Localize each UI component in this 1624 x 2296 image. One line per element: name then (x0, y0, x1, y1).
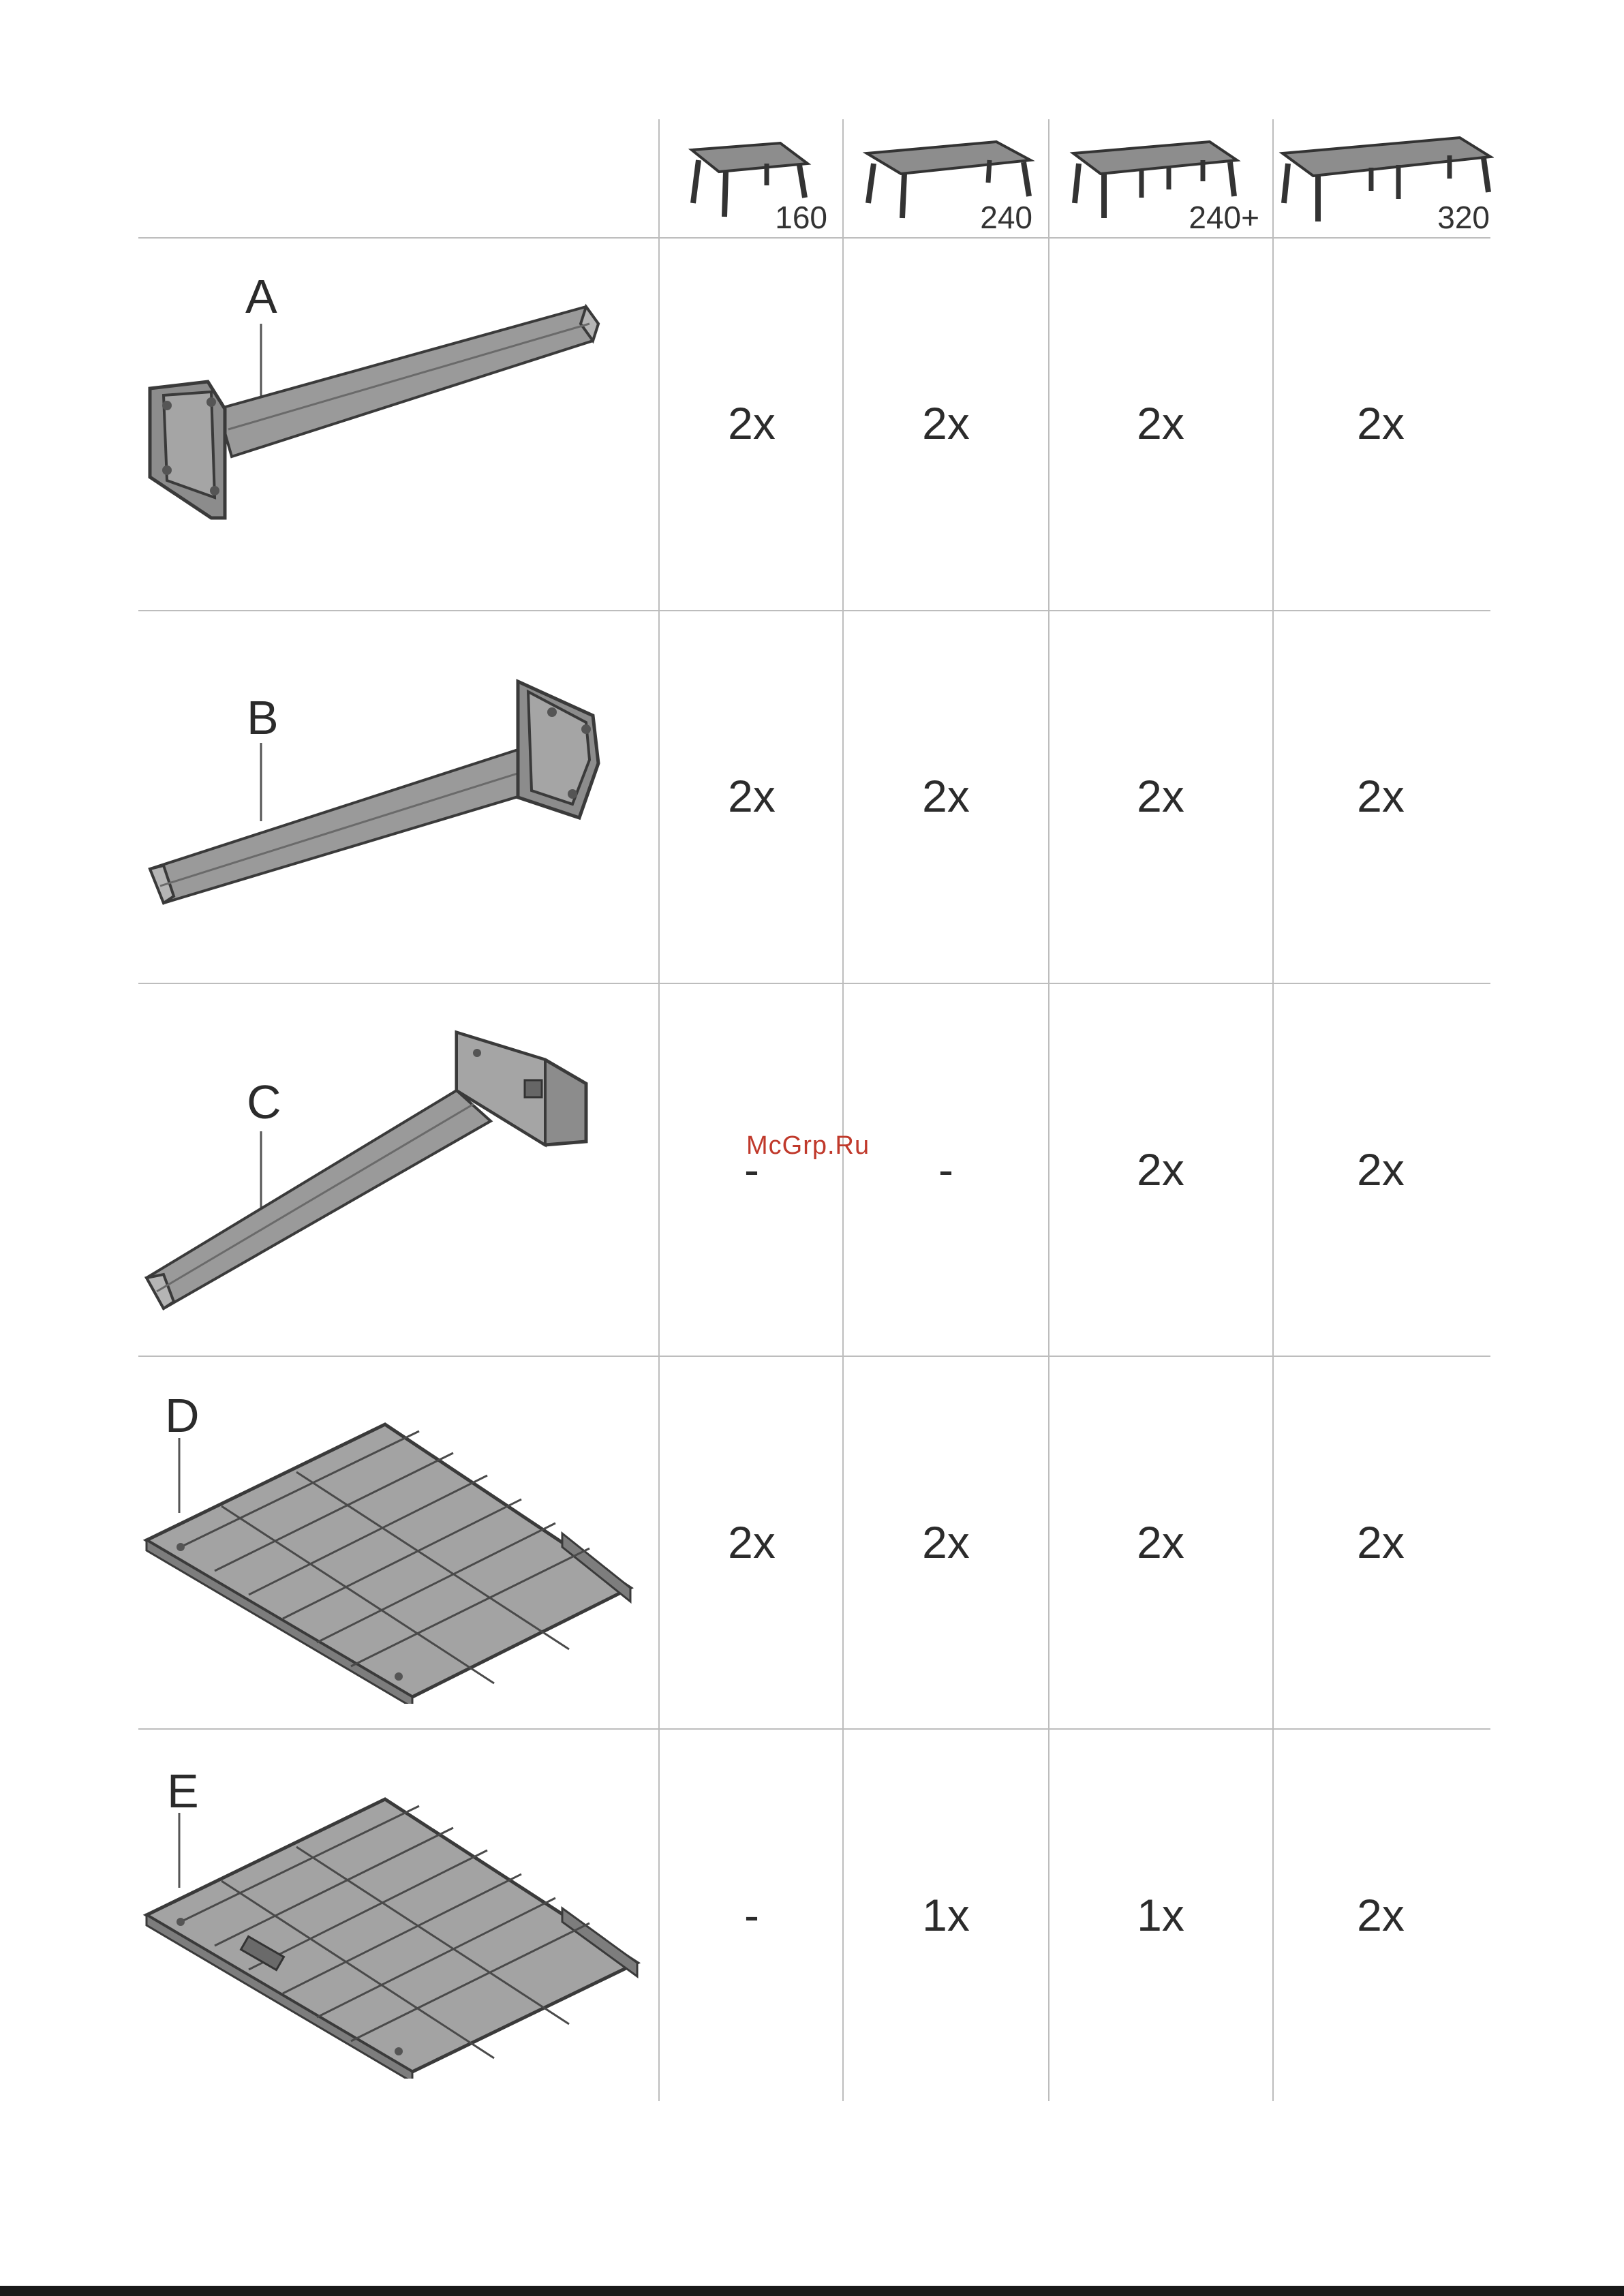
bottom-bar (0, 2286, 1624, 2296)
leg-a-icon (136, 293, 613, 538)
row-divider (138, 610, 1490, 611)
qty-e-160: - (684, 1893, 820, 1938)
qty-b-320: 2x (1313, 774, 1449, 818)
column-divider (842, 119, 844, 2101)
row-divider (138, 1728, 1490, 1730)
size-label-320: 320 (1408, 199, 1490, 236)
leg-b-icon (136, 675, 613, 920)
qty-a-240: 2x (878, 401, 1014, 446)
qty-b-160: 2x (684, 774, 820, 818)
qty-d-160: 2x (684, 1520, 820, 1565)
qty-b-240plus: 2x (1092, 774, 1229, 818)
qty-c-320: 2x (1313, 1147, 1449, 1192)
qty-a-160: 2x (684, 401, 820, 446)
column-divider (1048, 119, 1050, 2101)
row-divider (138, 1356, 1490, 1357)
column-divider (1272, 119, 1274, 2101)
qty-c-240: - (878, 1147, 1014, 1192)
qty-b-240: 2x (878, 774, 1014, 818)
qty-d-320: 2x (1313, 1520, 1449, 1565)
panel-d-icon (140, 1404, 644, 1704)
size-label-240plus: 240+ (1178, 199, 1259, 236)
column-divider (658, 119, 660, 2101)
qty-e-320: 2x (1313, 1893, 1449, 1938)
qty-d-240: 2x (878, 1520, 1014, 1565)
leg-c-icon (136, 1026, 600, 1326)
row-divider (138, 983, 1490, 984)
size-label-160: 160 (746, 199, 827, 236)
header-divider (138, 237, 1490, 239)
qty-c-240plus: 2x (1092, 1147, 1229, 1192)
qty-a-240plus: 2x (1092, 401, 1229, 446)
qty-e-240: 1x (878, 1893, 1014, 1938)
qty-d-240plus: 2x (1092, 1520, 1229, 1565)
qty-e-240plus: 1x (1092, 1893, 1229, 1938)
panel-e-icon (140, 1779, 644, 2079)
watermark: McGrp.Ru (746, 1131, 870, 1161)
qty-a-320: 2x (1313, 401, 1449, 446)
size-label-240: 240 (951, 199, 1032, 236)
